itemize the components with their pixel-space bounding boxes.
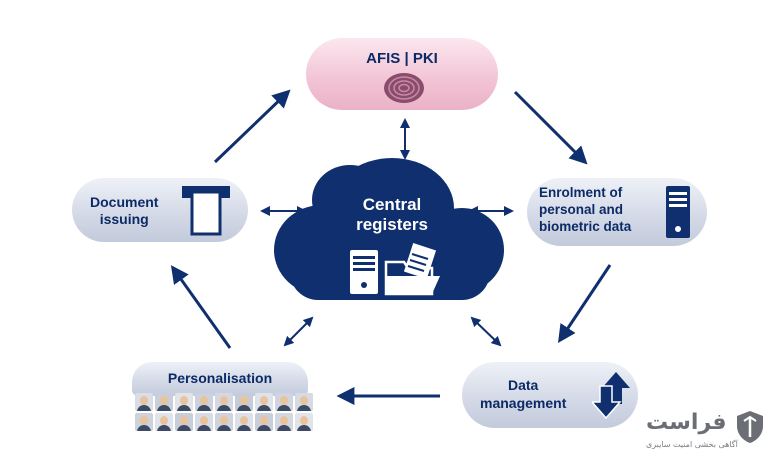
server-icon (350, 250, 378, 294)
biarrow-personalisation-cloud (283, 316, 314, 347)
face-photo (275, 393, 293, 411)
afis-pki-node: AFIS | PKI (306, 38, 498, 110)
watermark: فراست آگاهی بخشی امنیت سایبری (640, 408, 770, 464)
data-management-node: Data management (462, 362, 638, 428)
arrow-personalisation-to-doc (170, 265, 232, 349)
face-photo (215, 413, 233, 431)
server-icon (666, 186, 690, 238)
fingerprint-icon (384, 73, 424, 103)
face-photo (175, 393, 193, 411)
personalisation-node: Personalisation (132, 362, 308, 396)
face-photo (235, 413, 253, 431)
face-photo (275, 413, 293, 431)
document-slot-icon (182, 186, 230, 236)
face-photo (135, 393, 153, 411)
document-issuing-label: Document issuing (90, 194, 158, 228)
arrow-enrolment-to-data (558, 264, 612, 343)
faces-grid (135, 393, 313, 431)
face-photo (155, 393, 173, 411)
document-issuing-line-1: Document (90, 194, 159, 210)
enrolment-line-1: Enrolment of (539, 185, 623, 200)
face-photo (135, 413, 153, 431)
face-photo (255, 413, 273, 431)
data-management-line-2: management (480, 395, 567, 411)
face-photo (155, 413, 173, 431)
face-photo (195, 393, 213, 411)
enrolment-line-2: personal and (539, 202, 624, 217)
face-photo (255, 393, 273, 411)
central-line-1: Central (362, 195, 422, 214)
watermark-tagline: آگاهی بخشی امنیت سایبری (646, 440, 738, 449)
face-photo (295, 413, 313, 431)
arrow-doc-to-afis (213, 89, 291, 164)
updown-arrows-icon (592, 372, 630, 420)
personalisation-label: Personalisation (167, 370, 273, 386)
face-photo (295, 393, 313, 411)
document-issuing-line-2: issuing (99, 211, 149, 227)
central-line-2: registers (356, 215, 428, 234)
face-photo (235, 393, 253, 411)
central-registers-label: Central registers (322, 195, 462, 235)
data-management-line-1: Data (508, 377, 539, 393)
enrolment-node: Enrolment of personal and biometric data (527, 178, 707, 246)
afis-pki-label: AFIS | PKI (366, 50, 438, 67)
enrolment-label: Enrolment of personal and biometric data (539, 184, 631, 235)
face-photo (175, 413, 193, 431)
document-issuing-node: Document issuing (72, 178, 248, 242)
watermark-name: فراست (646, 410, 727, 435)
folder-icon (384, 243, 440, 296)
enrolment-line-3: biometric data (539, 219, 632, 234)
face-photo (215, 393, 233, 411)
arrow-afis-to-enrolment (513, 90, 588, 165)
data-management-label: Data management (480, 376, 566, 412)
face-photo (195, 413, 213, 431)
biarrow-data-cloud (470, 316, 502, 347)
shield-icon (737, 411, 763, 443)
central-cloud (274, 158, 504, 300)
